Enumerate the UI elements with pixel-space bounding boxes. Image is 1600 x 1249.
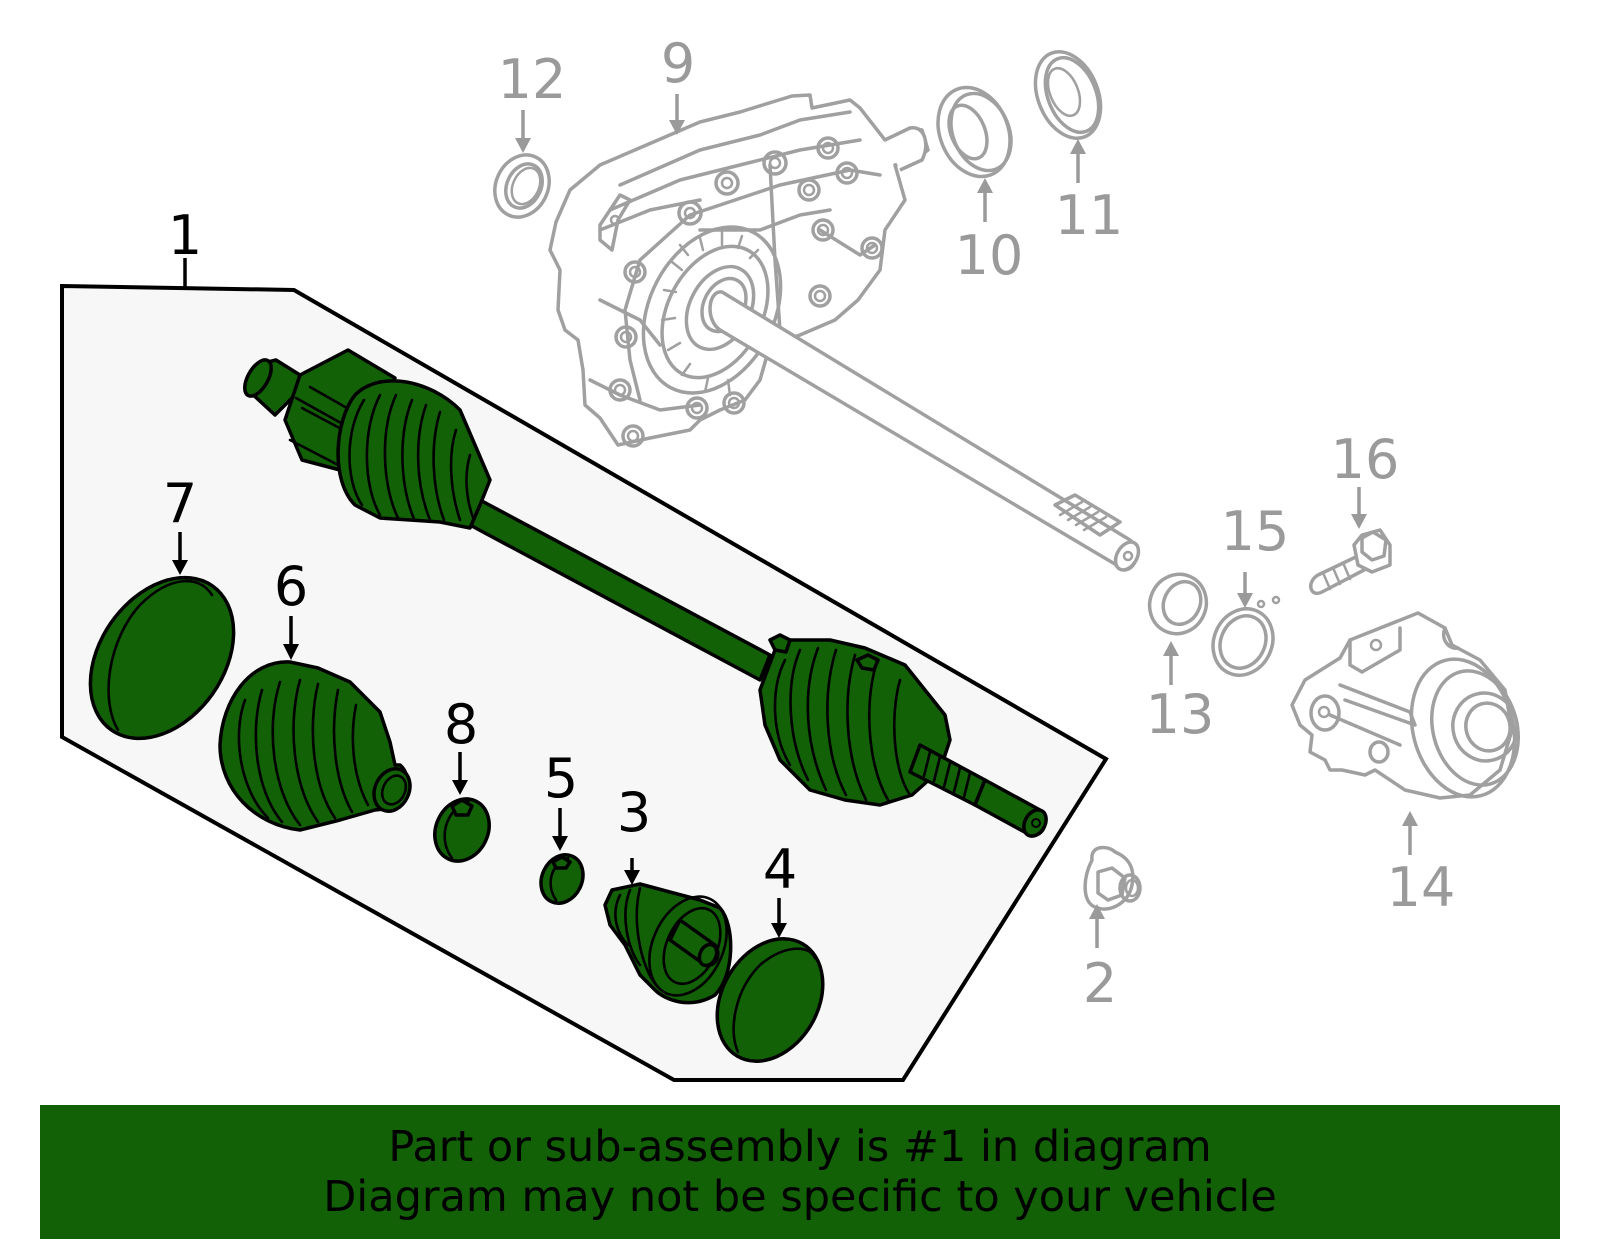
part-10-seal[interactable] [925,77,1023,188]
banner-line-disclaimer: Diagram may not be specific to your vehi… [323,1172,1277,1222]
callout-8[interactable]: 8 [444,693,478,756]
part-16-bolt[interactable] [1309,528,1392,596]
intermediate-shaft [708,290,1141,572]
part-12-seal[interactable] [485,146,559,226]
callout-9[interactable]: 9 [661,32,695,95]
part-7-cap[interactable] [61,550,264,765]
disclaimer-banner: Part or sub-assembly is #1 in diagram Di… [40,1105,1560,1239]
callout-6[interactable]: 6 [274,555,308,618]
callout-1[interactable]: 1 [168,204,202,267]
part-4-cap[interactable] [696,920,844,1081]
callout-10[interactable]: 10 [955,224,1024,287]
callout-13[interactable]: 13 [1146,683,1215,746]
callout-labels: 1 7 6 8 5 3 4 12 9 10 11 16 15 13 14 2 [163,32,1456,1015]
callout-14[interactable]: 14 [1387,856,1456,919]
part-2-nut[interactable] [1083,845,1142,911]
callout-2[interactable]: 2 [1083,952,1117,1015]
callout-4[interactable]: 4 [763,838,797,901]
callout-7[interactable]: 7 [163,472,197,535]
callout-11[interactable]: 11 [1055,184,1124,247]
callout-12[interactable]: 12 [498,48,567,111]
banner-line-part-number: Part or sub-assembly is #1 in diagram [388,1122,1212,1172]
callout-15[interactable]: 15 [1221,500,1290,563]
assembly-box [60,258,1109,1082]
part-1-axle-shaft-assembly[interactable] [239,348,1050,840]
callout-5[interactable]: 5 [544,747,578,810]
part-13-seal[interactable] [1140,565,1216,643]
part-5-clamp[interactable] [533,848,590,910]
leader-arrows [172,94,1418,948]
part-6-boot[interactable] [218,660,417,832]
bolt-boss-icon [608,136,884,448]
part-15-snap-ring[interactable] [1202,595,1283,685]
callout-3[interactable]: 3 [617,781,651,844]
part-11-seal[interactable] [1023,42,1112,148]
callout-16[interactable]: 16 [1331,428,1400,491]
part-8-clamp[interactable] [425,790,499,870]
part-9-transfer-case[interactable] [548,93,930,448]
part-14-actuator[interactable] [1290,611,1531,809]
part-3-cv-joint[interactable] [603,882,742,1008]
